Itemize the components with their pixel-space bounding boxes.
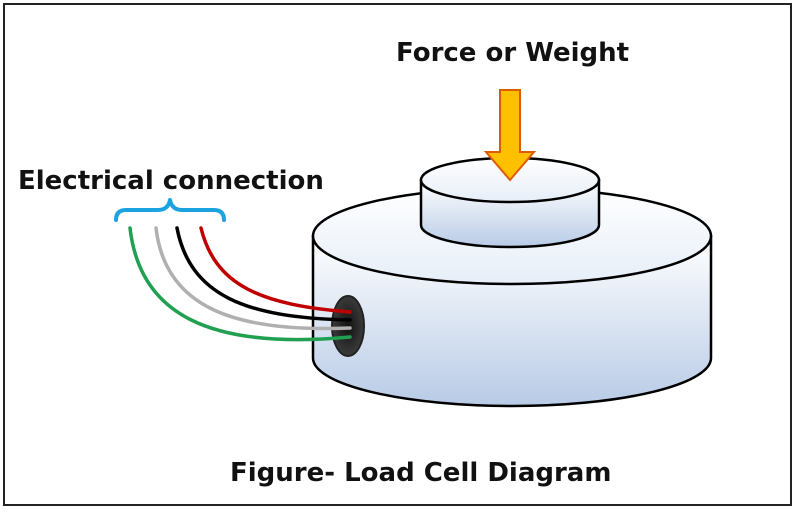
brace-icon [114, 198, 226, 222]
wire-red [199, 226, 352, 314]
wires [128, 226, 352, 342]
electrical-connection-label: Electrical connection [18, 166, 324, 196]
figure-caption: Figure- Load Cell Diagram [230, 458, 612, 488]
force-label: Force or Weight [396, 38, 630, 68]
wire-gray [154, 226, 352, 331]
wire-black [175, 226, 352, 322]
connector-port [331, 295, 365, 357]
force-arrow-icon [483, 89, 537, 182]
wire-green [128, 226, 352, 342]
